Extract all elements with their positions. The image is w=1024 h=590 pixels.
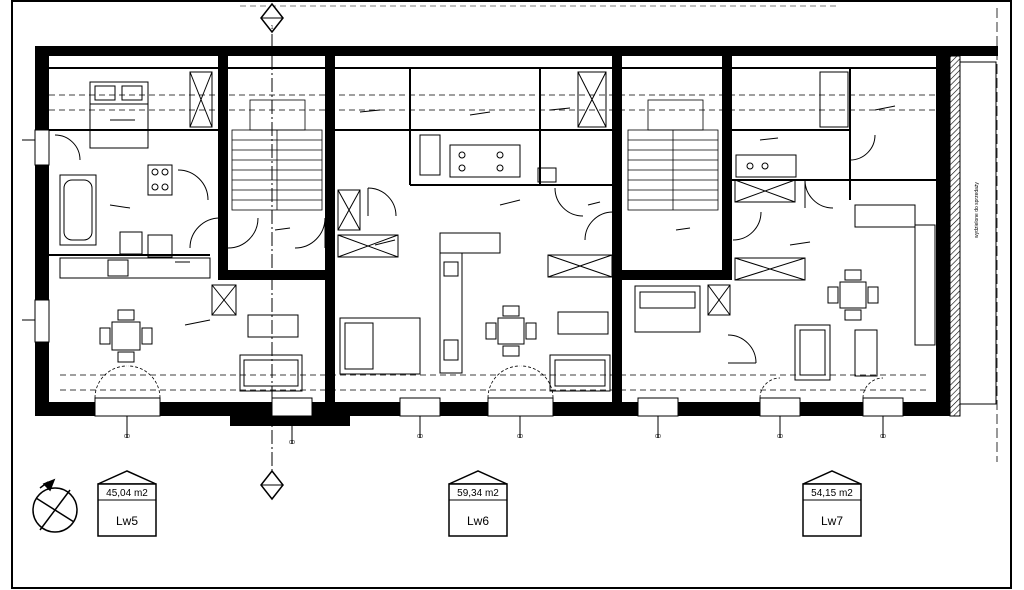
dim-label-3: 00 xyxy=(417,434,423,440)
dim-label-5: 00 xyxy=(655,434,661,440)
dim-label-4: 00 xyxy=(517,434,523,440)
windows xyxy=(34,129,904,417)
dim-label-1: 00 xyxy=(124,434,130,440)
dining-sets xyxy=(99,269,879,363)
dim-label-2: 00 xyxy=(289,440,295,446)
bathtub xyxy=(59,174,97,246)
unit-tag-lw5: 45,04 m2 Lw5 xyxy=(97,470,157,537)
unit-code: Lw6 xyxy=(467,514,489,528)
interior-walls xyxy=(218,56,732,402)
staircase-right xyxy=(627,99,719,211)
unit-tag-lw6: 59,34 m2 Lw6 xyxy=(448,470,508,537)
right-edge-note: wydzielone do sprzedaży xyxy=(974,182,980,238)
unit-code: Lw5 xyxy=(116,514,138,528)
dimension-labels: 00 00 00 00 00 00 00 xyxy=(124,434,886,446)
drawing-frame xyxy=(11,0,1012,589)
dim-label-7: 00 xyxy=(880,434,886,440)
window-sashes xyxy=(94,365,884,399)
dim-label-6: 00 xyxy=(777,434,783,440)
window-dimension-ticks xyxy=(22,139,884,444)
room-annotations xyxy=(109,105,896,326)
exterior-walls xyxy=(35,46,998,426)
unit-tag-lw7: 54,15 m2 Lw7 xyxy=(802,470,862,537)
wardrobes xyxy=(189,71,849,316)
unit-area: 45,04 m2 xyxy=(106,488,148,499)
unit-area: 59,34 m2 xyxy=(457,488,499,499)
living-furniture xyxy=(239,285,878,392)
unit-area: 54,15 m2 xyxy=(811,488,853,499)
north-arrow-icon xyxy=(32,478,78,533)
section-marker-bottom xyxy=(260,469,284,501)
kitchen-units xyxy=(59,134,936,374)
staircase-left xyxy=(231,99,323,211)
unit-code: Lw7 xyxy=(821,514,843,528)
section-marker-label: 1 xyxy=(271,25,274,31)
partition-walls xyxy=(49,67,936,256)
bed-left xyxy=(89,81,149,149)
section-marker-top: 1 xyxy=(260,2,284,34)
reference-dashes xyxy=(49,94,936,391)
door-swings xyxy=(54,134,876,364)
